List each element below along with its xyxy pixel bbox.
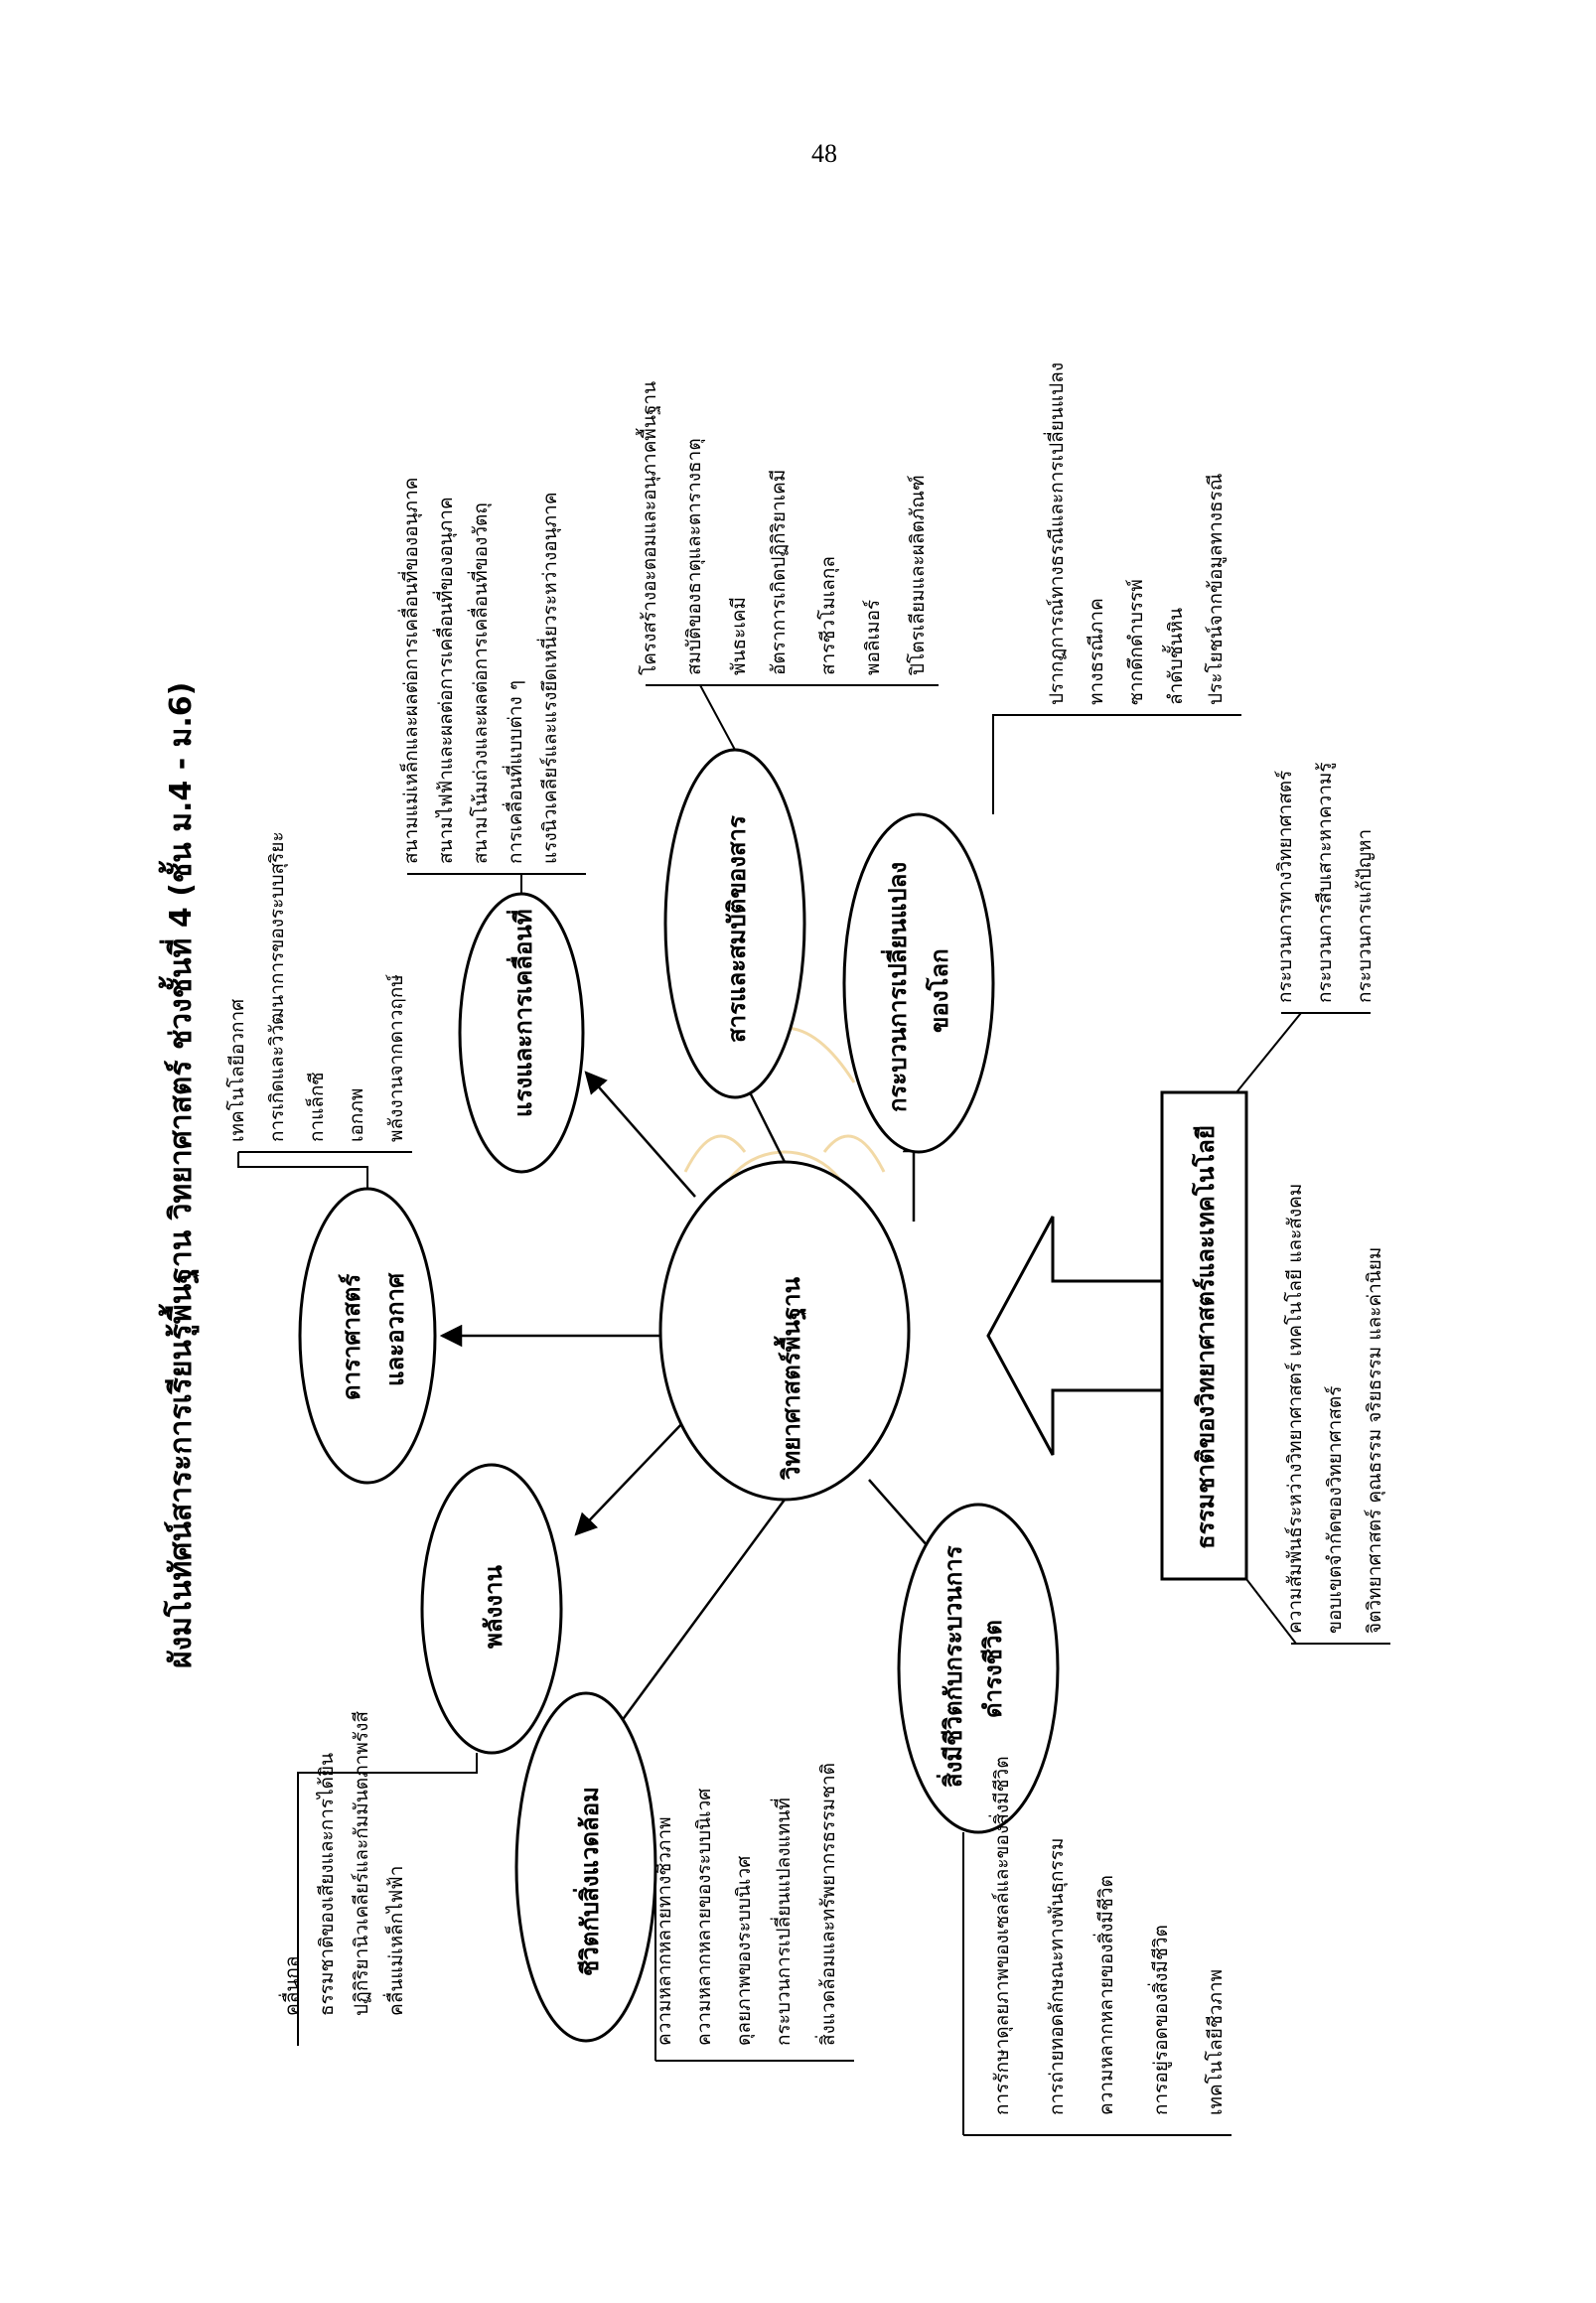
page-number: 48 <box>811 139 837 168</box>
matter-label: สารและสมบัติของสาร <box>723 815 751 1043</box>
environment-label: ชีวิตกับสิ่งแวดล้อม <box>572 1787 604 1976</box>
life-item: การถ่ายทอดลักษณะทางพันธุกรรม <box>1046 1838 1069 2115</box>
process-item: กระบวนการสืบเสาะหาความรู้ <box>1314 762 1336 1003</box>
environment-list: ความหลากหลายทางชีวภาพ ความหลากหลายของระบ… <box>653 1763 854 2062</box>
earth-item: ปรากฏการณ์ทางธรณีและการเปลี่ยนแปลง <box>1043 362 1068 705</box>
forces-item: การเคลื่อนที่แบบต่าง ๆ <box>502 680 526 864</box>
earth-item: ทางธรณีภาค <box>1086 598 1107 705</box>
matter-item: พันธะเคมี <box>728 597 750 675</box>
astronomy-label-1: ดาราศาสตร์ <box>338 1274 365 1400</box>
arrow-to-forces <box>584 1071 696 1198</box>
hollow-arrow <box>986 1216 1169 1456</box>
astronomy-item: การเกิดและวิวัฒนาการของระบบสุริยะ <box>266 831 289 1142</box>
matter-item: สารชีวโมเลกุล <box>816 556 840 675</box>
oval-life <box>897 1503 1060 1834</box>
forces-item: สนามไฟฟ้าและผลต่อการเคลื่อนที่ของอนุภาค <box>432 497 458 864</box>
astronomy-item: เอกภพ <box>346 1088 367 1142</box>
energy-item: ธรรมชาติของเสียงและการได้ยิน <box>316 1753 338 2016</box>
energy-item: คลื่นแม่เหล็กไฟฟ้า <box>382 1866 407 2016</box>
label-life: สิ่งมีชีวิตกับกระบวนการ ดำรงชีวิต <box>936 1545 1007 1788</box>
oval-energy <box>420 1463 563 1755</box>
astronomy-item: เทคโนโลยีอวกาศ <box>225 999 248 1142</box>
map-title: ผังมโนทัศน์สาระการเรียนรู้พื้นฐาน วิทยาศ… <box>158 682 201 1668</box>
astronomy-label-2: และอวกาศ <box>381 1272 409 1386</box>
energy-item: คลื่นกล <box>278 1956 303 2017</box>
earth-label-2: ของโลก <box>925 948 953 1033</box>
life-label-1: สิ่งมีชีวิตกับกระบวนการ <box>936 1545 967 1788</box>
environment-item: ดุลยภาพของระบบนิเวศ <box>733 1856 756 2046</box>
process-list: กระบวนการทางวิทยาศาสตร์ กระบวนการสืบเสาะ… <box>1235 762 1376 1093</box>
matter-item: โครงสร้างอะตอมและอนุภาคพื้นฐาน <box>636 381 661 675</box>
environment-item: ความหลากหลายของระบบนิเวศ <box>693 1789 715 2046</box>
arrow-to-energy <box>574 1419 686 1536</box>
earth-item: ลำดับชั้นหิน <box>1162 608 1187 705</box>
forces-item: สนามแม่เหล็กและผลต่อการเคลื่อนที่ของอนุภ… <box>397 478 423 864</box>
earth-item: ประโยชน์จากข้อมูลทางธรณี <box>1204 474 1227 705</box>
earth-item: ซากดึกดำบรรพ์ <box>1125 579 1147 705</box>
earth-label-1: กระบวนการเปลี่ยนแปลง <box>880 862 912 1112</box>
oval-center <box>658 1160 911 1502</box>
nature-of-science-list: ความสัมพันธ์ระหว่างวิทยาศาสตร์ เทคโนโลยี… <box>1245 1184 1390 1645</box>
forces-item: แรงนิวเคลียร์และแรงยึดเหนี่ยวระหว่างอนุภ… <box>536 492 562 864</box>
life-label-2: ดำรงชีวิต <box>979 1620 1007 1718</box>
label-nature-of-science: ธรรมชาติของวิทยาศาสตร์และเทคโนโลยี <box>1191 1125 1220 1549</box>
nature-item: จิตวิทยาศาสตร์ คุณธรรม จริยธรรม และค่านิ… <box>1364 1247 1386 1634</box>
environment-item: กระบวนการเปลี่ยนแปลงแทนที่ <box>770 1798 795 2046</box>
life-list: การรักษาดุลยภาพของเซลล์และของสิ่งมีชีวิต… <box>962 1756 1232 2136</box>
environment-item: สิ่งแวดล้อมและทรัพยากรธรรมชาติ <box>814 1763 839 2046</box>
box-nature-of-science <box>1160 1090 1248 1581</box>
label-forces: แรงและการเคลื่อนที่ <box>506 909 537 1117</box>
oval-earth <box>842 812 995 1154</box>
process-item: กระบวนการทางวิทยาศาสตร์ <box>1274 771 1296 1003</box>
astronomy-list: เทคโนโลยีอวกาศ การเกิดและวิวัฒนาการของระ… <box>225 831 412 1189</box>
life-item: ความหลากหลายของสิ่งมีชีวิต <box>1092 1875 1117 2115</box>
matter-item: ปิโตรเลียมและผลิตภัณฑ์ <box>906 475 929 676</box>
life-item: การรักษาดุลยภาพของเซลล์และของสิ่งมีชีวิต <box>988 1756 1014 2115</box>
matter-item: พอลิเมอร์ <box>862 600 884 675</box>
oval-astronomy <box>298 1187 437 1485</box>
life-item: เทคโนโลยีชีวภาพ <box>1204 1969 1227 2115</box>
environment-item: ความหลากหลายทางชีวภาพ <box>653 1816 675 2046</box>
astronomy-item: พลังงานจากดาวฤกษ์ <box>385 974 407 1142</box>
energy-label: พลังงาน <box>480 1565 508 1649</box>
energy-item: ปฏิกิริยานิวเคลียร์และกัมมันตภาพรังสี <box>351 1711 372 2016</box>
life-item: การอยู่รอดของสิ่งมีชีวิต <box>1147 1925 1172 2115</box>
forces-label: แรงและการเคลื่อนที่ <box>506 909 537 1117</box>
forces-list: สนามแม่เหล็กและผลต่อการเคลื่อนที่ของอนุภ… <box>397 478 586 894</box>
process-item: กระบวนการแก้ปัญหา <box>1354 829 1376 1003</box>
nature-of-science-label: ธรรมชาติของวิทยาศาสตร์และเทคโนโลยี <box>1191 1125 1220 1549</box>
label-astronomy: ดาราศาสตร์ และอวกาศ <box>338 1272 409 1400</box>
label-energy: พลังงาน <box>480 1565 508 1649</box>
label-matter: สารและสมบัติของสาร <box>723 815 751 1043</box>
energy-list: คลื่นกล ธรรมชาติของเสียงและการได้ยิน ปฏิ… <box>278 1711 478 2046</box>
label-environment: ชีวิตกับสิ่งแวดล้อม <box>572 1787 604 1976</box>
matter-item: สมบัติของธาตุและตารางธาตุ <box>683 438 706 675</box>
matter-item: อัตราการเกิดปฏิกิริยาเคมี <box>768 470 790 675</box>
matter-list: โครงสร้างอะตอมและอนุภาคพื้นฐาน สมบัติของ… <box>636 381 939 751</box>
label-earth: กระบวนการเปลี่ยนแปลง ของโลก <box>880 862 953 1112</box>
label-center: วิทยาศาสตร์พื้นฐาน <box>773 1276 807 1480</box>
nature-item: ความสัมพันธ์ระหว่างวิทยาศาสตร์ เทคโนโลยี… <box>1283 1184 1306 1634</box>
nature-item: ขอบเขตจำกัดของวิทยาศาสตร์ <box>1324 1386 1346 1634</box>
astronomy-item: กาแล็กซี <box>304 1072 328 1142</box>
forces-item: สนามโน้มถ่วงและผลต่อการเคลื่อนที่ของวัตถ… <box>467 503 493 864</box>
center-label: วิทยาศาสตร์พื้นฐาน <box>773 1276 807 1480</box>
earth-list: ปรากฏการณ์ทางธรณีและการเปลี่ยนแปลง ทางธร… <box>992 362 1241 814</box>
